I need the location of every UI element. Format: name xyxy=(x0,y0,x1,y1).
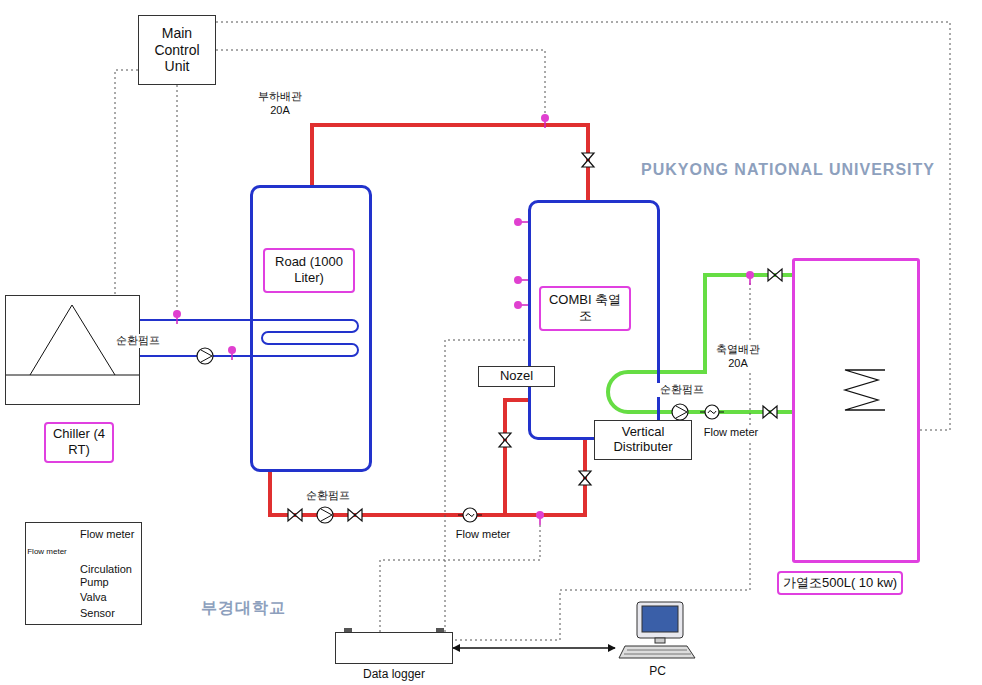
tank: Road (1000 Liter) xyxy=(250,185,372,472)
heater-symbol xyxy=(845,370,885,410)
pipe-label: Flow meter xyxy=(26,547,68,557)
pipe-label: 축열배관 20A xyxy=(712,343,764,371)
node-label: Road (1000 Liter) xyxy=(263,248,355,293)
node-label: Nozel xyxy=(500,369,533,384)
tank: COMBI 축열조 xyxy=(528,200,660,440)
node-label: PC xyxy=(615,664,700,678)
pipe-label: Flow meter xyxy=(452,528,514,542)
control-box: Main Control Unit xyxy=(138,15,216,85)
node-label: Vertical Distributer xyxy=(599,425,687,455)
legend-text: Valva xyxy=(80,591,138,604)
pipe-connector xyxy=(140,319,250,321)
logger-terminal xyxy=(344,628,444,632)
pipe-label: 부하배관 20A xyxy=(255,90,305,118)
node-label: Data logger xyxy=(336,667,452,681)
watermark: 부경대학교 xyxy=(200,598,287,618)
pipe-connector xyxy=(312,125,588,200)
pipe-label: 순환펌프 xyxy=(656,383,708,397)
legend-text: Sensor xyxy=(80,607,138,620)
watermark: PUKYONG NATIONAL UNIVERSITY xyxy=(640,160,936,180)
chiller-box: Chiller (4 RT) xyxy=(5,295,140,405)
data-logger: Data logger xyxy=(335,632,453,664)
pc-icon: PC xyxy=(615,600,700,662)
red-pipe xyxy=(505,400,528,515)
legend-text: Flow meter xyxy=(80,528,138,541)
pipe-connector xyxy=(660,275,792,372)
node-label: COMBI 축열조 xyxy=(539,286,631,331)
nozzle-box: Nozel xyxy=(478,366,555,387)
pipe-label: Flow meter xyxy=(700,426,762,440)
pipe-label: 순환펌프 xyxy=(112,334,164,348)
signal-wire xyxy=(177,50,750,640)
pipe-connector xyxy=(270,440,585,515)
signal-line xyxy=(216,22,950,430)
node-label: Chiller (4 RT) xyxy=(44,422,114,463)
cooling-coil xyxy=(140,320,358,356)
pipe-label: 순환펌프 xyxy=(302,489,354,503)
signal-line xyxy=(115,70,138,295)
computer-symbol xyxy=(615,600,700,662)
green-pipe xyxy=(608,372,792,412)
node-label: 가열조500L( 10 kw) xyxy=(777,571,903,595)
heater-tank: 가열조500L( 10 kw) xyxy=(792,258,920,563)
distributor-box: Vertical Distributer xyxy=(594,420,692,460)
legend-text: Circulation Pump xyxy=(80,563,138,588)
node-label: Main Control Unit xyxy=(142,25,212,75)
pipe-connector xyxy=(453,647,615,649)
